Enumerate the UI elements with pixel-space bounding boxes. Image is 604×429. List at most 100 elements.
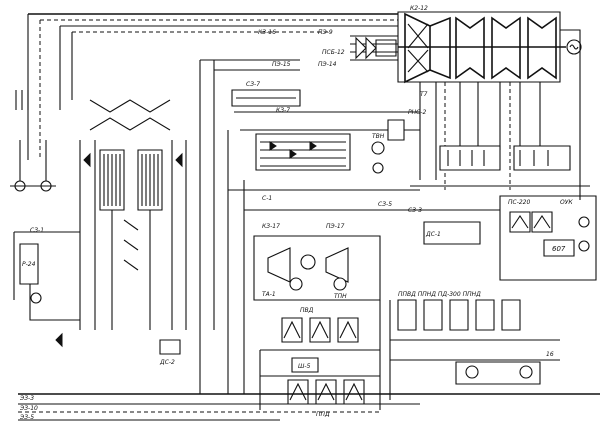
- label-16: 16: [546, 351, 554, 358]
- heater-valves: [269, 141, 317, 159]
- pe220-heater-1: [509, 211, 531, 233]
- centre-horizontals: [200, 59, 300, 71]
- label-cs1: СЗ-1: [30, 227, 44, 234]
- label-p9-15: ПЭ-15: [272, 61, 291, 68]
- generator-symbol: [569, 44, 579, 50]
- pvd-coils: [283, 320, 357, 339]
- bottom-heaters: ПВД ППД Ш-5: [259, 300, 381, 418]
- bsu-box: [375, 39, 397, 57]
- boiler-tubes-right: [141, 154, 159, 206]
- r24-vessel: [19, 243, 39, 285]
- label-r24: Р-24: [22, 261, 36, 268]
- hp-cylinder-hatch: [407, 23, 429, 73]
- label-ppd: ППД: [316, 411, 330, 418]
- right-panel-left: [439, 145, 501, 171]
- lr-lines: [389, 300, 560, 400]
- lr-heater-2: [423, 299, 443, 331]
- left-check-valve: [55, 332, 63, 348]
- label-cs3: СЗ-3: [408, 207, 422, 214]
- label-w5: Ш-5: [298, 363, 311, 370]
- lr-pump-2: [519, 365, 533, 379]
- lr-heater-3: [449, 299, 469, 331]
- pvd-3: [337, 317, 359, 343]
- pe220-heater-2: [531, 211, 553, 233]
- centre-heaters: СЗ-7 КЗ-7 ТВН РНС-2: [231, 81, 426, 174]
- label-p9-14: ПЭ-14: [318, 61, 337, 68]
- hp-cylinder-exhaust: [429, 16, 451, 80]
- pvd-2: [309, 317, 331, 343]
- label-pvd: ПВД: [300, 307, 314, 314]
- right-panels: [410, 145, 590, 187]
- ta1-turbine: [267, 247, 291, 283]
- boiler-outlets: [111, 210, 151, 330]
- r24-pump: [30, 292, 42, 304]
- centre-horizontals-2: [228, 189, 500, 211]
- label-pe220: ПС-220: [508, 199, 531, 206]
- label-k3-16: КЗ-16: [258, 29, 276, 36]
- w5-box: [291, 357, 319, 373]
- lr-heater-1: [397, 299, 417, 331]
- label-bsu: ПСБ-12: [322, 49, 345, 56]
- boiler-downcomers: [79, 140, 187, 330]
- label-tpn: ТПН: [334, 293, 347, 300]
- lr-pump-1: [465, 365, 479, 379]
- pe220-frame: [499, 195, 597, 281]
- lr-heater-5: [501, 299, 521, 331]
- label-k3-17: КЗ-17: [262, 223, 280, 230]
- boiler-cross-links: [123, 219, 139, 271]
- label-ta1: ТА-1: [262, 291, 276, 298]
- right-extraction-riser: [560, 29, 581, 200]
- right-pump-1: [578, 216, 590, 228]
- label-ext1: ЭЗ-3: [19, 395, 34, 402]
- ta1-pump: [300, 254, 316, 270]
- ds-block: [423, 221, 481, 245]
- label-bottom-row: ППВД ППНД ПД-300 ППНД: [398, 291, 481, 298]
- bottom-heater-lines: [259, 300, 381, 410]
- left-vent-pipes: [15, 90, 29, 110]
- centre-verticals: [199, 60, 245, 394]
- label-ds: ДС-1: [425, 231, 441, 238]
- heater-tubes: [260, 141, 346, 167]
- boiler-group: [79, 99, 187, 330]
- label-ds2: ДС-2: [159, 359, 175, 366]
- lp-cylinder-3: [527, 16, 557, 80]
- turbine-dashed-extractions: [444, 82, 511, 190]
- r24-lines: [13, 231, 80, 321]
- lr-heater-4: [475, 299, 495, 331]
- turbine-frame: [397, 11, 561, 83]
- boiler-valves: [83, 152, 183, 168]
- lp-cylinder-1: [455, 16, 485, 80]
- left-centre-valves: ДС-2: [55, 332, 181, 366]
- right-panel-right: [513, 145, 571, 171]
- label-607: 607: [552, 245, 566, 253]
- bsu-valve-block: ПСБ-12: [322, 35, 398, 61]
- pe220-coils: [511, 215, 551, 229]
- label-pmc2: РНС-2: [408, 109, 426, 116]
- lp-cylinder-2: [491, 16, 521, 80]
- bsu-lines: [350, 35, 398, 61]
- pmc2-box: [387, 119, 405, 141]
- tpn-pump: [289, 277, 303, 291]
- label-cs5: СЗ-5: [378, 201, 392, 208]
- bsu-valve-pair: [355, 36, 377, 60]
- right-pump-2: [578, 240, 590, 252]
- label-p9-9: ПЭ-9: [318, 29, 333, 36]
- pe220-group: ПС-220 ОУК 607: [499, 195, 597, 281]
- turbine-group: [397, 11, 582, 84]
- ta2-turbine: [325, 247, 349, 283]
- label-k2-12: К2-12: [410, 5, 428, 12]
- lr-pump-frame: [455, 361, 541, 385]
- ta2-pump: [333, 277, 347, 291]
- label-s1: С-1: [262, 195, 272, 202]
- left-pump-lines: [10, 140, 56, 187]
- right-panel-ticks: [447, 150, 549, 166]
- label-ext2: ЭЗ-10: [19, 405, 38, 412]
- tvn-pump-2: [372, 162, 384, 174]
- label-p9-17: ПЭ-17: [326, 223, 345, 230]
- label-t7: Т7: [420, 91, 428, 98]
- pvd-1: [281, 317, 303, 343]
- ds2-box: [159, 339, 181, 355]
- left-equipment: Р-24 СЗ-1: [10, 90, 80, 321]
- label-ext3: ЭЗ-5: [19, 414, 34, 421]
